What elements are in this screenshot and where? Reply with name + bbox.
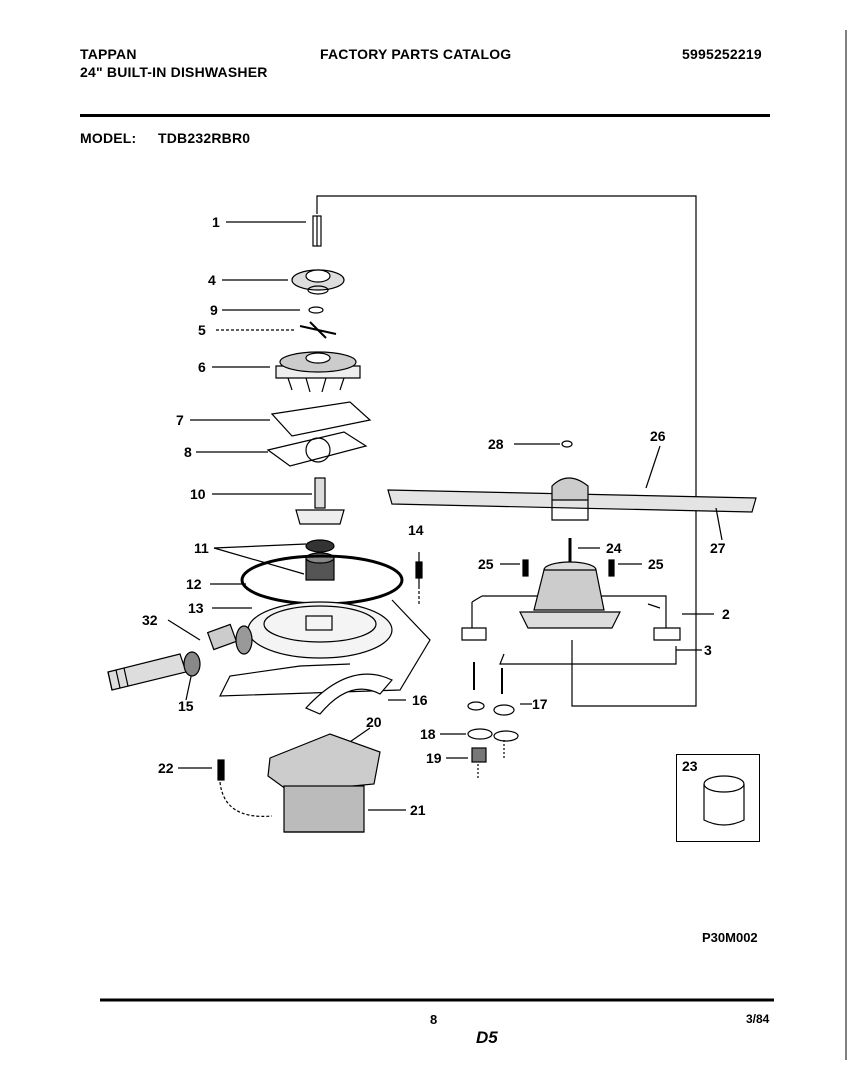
part-5-impeller-blade	[299, 321, 337, 339]
callout-23: 23	[682, 758, 698, 774]
callout-9: 9	[210, 302, 218, 318]
part-17-washer	[493, 704, 515, 716]
part-1-bolt	[312, 215, 322, 247]
assembly-bracket-line	[316, 195, 697, 707]
callout-27: 27	[710, 540, 726, 556]
part-18-gasket	[467, 728, 519, 742]
product-description: 24" BUILT-IN DISHWASHER	[80, 64, 268, 80]
callout-25-right: 25	[648, 556, 664, 572]
callout-5: 5	[198, 322, 206, 338]
header-rule	[80, 114, 770, 117]
callout-13: 13	[188, 600, 204, 616]
part-10-shaft	[295, 477, 345, 525]
part-9-ring	[308, 306, 324, 314]
callout-4: 4	[208, 272, 216, 288]
callout-7: 7	[176, 412, 184, 428]
callout-16: 16	[412, 692, 428, 708]
part-32-connector	[206, 623, 253, 655]
part-28-washer	[561, 440, 573, 448]
page-number: 8	[430, 1012, 438, 1027]
callout-32: 32	[142, 612, 158, 628]
brand-name: TAPPAN	[80, 46, 137, 62]
part-16-mount-bracket	[304, 673, 393, 715]
callout-28: 28	[488, 436, 504, 452]
section-code: D5	[476, 1028, 498, 1047]
part-20-motor	[267, 733, 381, 833]
model-value: TDB232RBR0	[158, 130, 251, 146]
callout-26: 26	[650, 428, 666, 444]
callout-19: 19	[426, 750, 442, 766]
callout-21: 21	[410, 802, 426, 818]
part-2-support-frame	[461, 595, 681, 641]
part-22-screw	[217, 759, 273, 817]
part-8-gasket	[266, 431, 368, 467]
part-13-pump-housing	[219, 599, 431, 697]
callout-17: 17	[532, 696, 548, 712]
callout-24: 24	[606, 540, 622, 556]
model-label: MODEL:	[80, 130, 137, 146]
catalog-number: 5995252219	[682, 46, 762, 62]
figure-code: P30M002	[702, 930, 758, 945]
callout-20: 20	[366, 714, 382, 730]
callout-8: 8	[184, 444, 192, 460]
catalog-title: FACTORY PARTS CATALOG	[320, 46, 512, 62]
part-23-inset-box	[676, 754, 760, 842]
part-17-washer	[467, 701, 485, 711]
part-6-impeller	[275, 351, 361, 393]
callout-18: 18	[420, 726, 436, 742]
callout-10: 10	[190, 486, 206, 502]
callout-2: 2	[722, 606, 730, 622]
callout-11: 11	[194, 540, 209, 556]
callout-14: 14	[408, 522, 424, 538]
part-25-screw	[522, 559, 529, 577]
part-7-plate	[270, 401, 372, 437]
callout-12: 12	[186, 576, 202, 592]
callout-22: 22	[158, 760, 174, 776]
part-4-cap	[291, 269, 345, 295]
part-26-spray-arm	[387, 477, 757, 521]
part-11-seal	[305, 539, 335, 581]
part-14-screw	[415, 552, 423, 586]
callout-1: 1	[212, 214, 220, 230]
part-23-capacitor	[703, 775, 745, 826]
callout-6: 6	[198, 359, 206, 375]
part-25-screw	[608, 559, 615, 577]
part-19-nut	[471, 747, 487, 763]
callout-25-left: 25	[478, 556, 494, 572]
part-15-hose-clamp	[183, 651, 201, 677]
callout-15: 15	[178, 698, 194, 714]
revision-date: 3/84	[746, 1012, 770, 1026]
callout-3: 3	[704, 642, 712, 658]
inlet-hose	[107, 653, 187, 691]
spray-arm-hub	[519, 561, 621, 629]
